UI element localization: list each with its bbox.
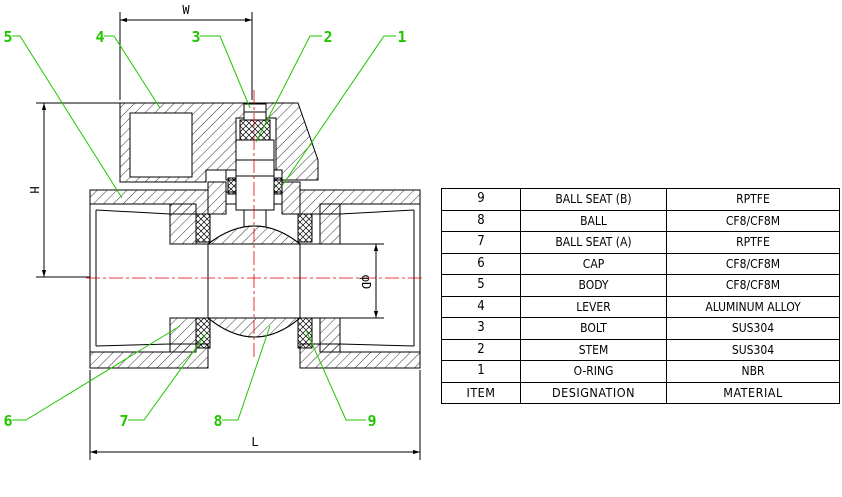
item-cell: 7 [441, 231, 521, 254]
item-cell: 5 [441, 274, 521, 297]
dimension-w [119, 12, 253, 100]
designation-cell: BALL SEAT (A) [520, 231, 667, 254]
callout-2: 2 [323, 28, 332, 46]
dimension-h [36, 102, 122, 278]
material-cell: NBR [666, 360, 840, 383]
dimension-l [89, 370, 421, 460]
header-designation: DESIGNATION [520, 381, 667, 404]
callout-6: 6 [3, 412, 12, 430]
callout-8: 8 [213, 412, 222, 430]
designation-cell: CAP [520, 252, 667, 275]
dimension-d [340, 243, 384, 319]
item-cell: 2 [441, 338, 521, 361]
dimension-l-label: L [251, 435, 258, 449]
dimension-h-label: H [27, 186, 41, 193]
designation-cell: O-RING [520, 360, 667, 383]
material-cell: CF8/CF8M [666, 274, 840, 297]
item-cell: 3 [441, 317, 521, 340]
header-item: ITEM [441, 381, 521, 404]
item-cell: 1 [441, 360, 521, 383]
callout-7: 7 [119, 412, 128, 430]
material-cell: SUS304 [666, 338, 840, 361]
dimension-d-label: φD [359, 275, 373, 289]
callout-leaders [12, 35, 396, 421]
callout-3: 3 [191, 28, 200, 46]
callout-1: 1 [397, 28, 406, 46]
material-cell: RPTFE [666, 231, 840, 254]
item-cell: 4 [441, 295, 521, 318]
material-cell: CF8/CF8M [666, 252, 840, 275]
stem [235, 119, 275, 237]
designation-cell: BALL SEAT (B) [520, 188, 667, 211]
item-cell: 6 [441, 252, 521, 275]
bolt [243, 103, 267, 121]
material-cell: SUS304 [666, 317, 840, 340]
designation-cell: BODY [520, 274, 667, 297]
center-lines [86, 90, 424, 360]
material-cell: RPTFE [666, 188, 840, 211]
ball-seats [195, 213, 313, 349]
item-cell: 9 [441, 188, 521, 211]
item-cell: 8 [441, 209, 521, 232]
designation-cell: LEVER [520, 295, 667, 318]
header-material: MATERIAL [666, 381, 840, 404]
designation-cell: BALL [520, 209, 667, 232]
designation-cell: STEM [520, 338, 667, 361]
material-cell: ALUMINUM ALLOY [666, 295, 840, 318]
material-cell: CF8/CF8M [666, 209, 840, 232]
designation-cell: BOLT [520, 317, 667, 340]
lever [119, 102, 319, 183]
callout-9: 9 [367, 412, 376, 430]
callout-4: 4 [95, 28, 104, 46]
dimension-w-label: W [182, 3, 190, 17]
callout-5: 5 [3, 28, 12, 46]
